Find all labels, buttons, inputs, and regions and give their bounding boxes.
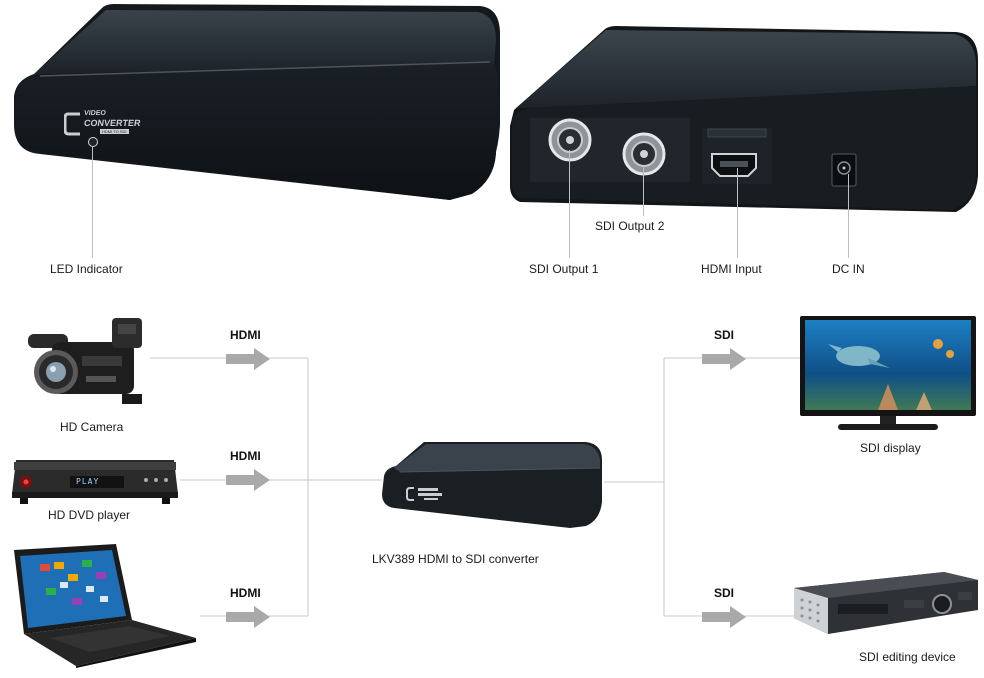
dc-in-port	[830, 152, 858, 188]
sdi-output-1-label: SDI Output 1	[529, 262, 599, 276]
laptop-image	[10, 542, 200, 668]
device-front	[10, 4, 502, 204]
hdmi-in-callout-line	[737, 168, 738, 258]
sdi-output-2-connector	[622, 132, 666, 176]
sdi-editing-device-image	[792, 570, 980, 642]
signal-label-hdmi-1: HDMI	[230, 328, 261, 342]
brand-logo: VIDEO CONVERTER HDMI TO SDI	[64, 108, 154, 144]
signal-label-sdi-2: SDI	[714, 586, 735, 600]
arrow-right-icon	[226, 348, 270, 370]
led-callout-line	[92, 146, 93, 258]
brand-logo-text-2: CONVERTER	[83, 118, 142, 128]
hd-camera-label: HD Camera	[60, 420, 124, 434]
arrow-right-icon	[702, 606, 746, 628]
arrow-right-icon	[702, 348, 746, 370]
hdmi-input-label: HDMI Input	[701, 262, 762, 276]
dc-in-label: DC IN	[832, 262, 865, 276]
converter-label: LKV389 HDMI to SDI converter	[372, 552, 539, 566]
hdmi-input-port	[708, 152, 760, 178]
sdi-display-image	[798, 314, 978, 436]
led-indicator-label: LED Indicator	[50, 262, 123, 276]
sdi-output-2-label: SDI Output 2	[595, 219, 665, 233]
sdi-display-label: SDI display	[860, 441, 921, 455]
hd-dvd-player-label: HD DVD player	[48, 508, 131, 522]
hd-dvd-player-image	[10, 454, 180, 506]
brand-logo-text-1: VIDEO	[83, 110, 107, 117]
dvd-display-text: PLAY	[76, 477, 100, 486]
arrow-right-icon	[226, 469, 270, 491]
signal-label-hdmi-2: HDMI	[230, 449, 261, 463]
arrow-right-icon	[226, 606, 270, 628]
brand-logo-text-3: HDMI TO SDI	[100, 129, 129, 134]
sdi-out-2-callout-line	[643, 166, 644, 216]
signal-label-hdmi-3: HDMI	[230, 586, 261, 600]
sdi-output-1-connector	[548, 118, 592, 162]
sdi-editing-device-label: SDI editing device	[859, 650, 956, 664]
led-indicator-dot	[88, 137, 98, 147]
hd-camera-image	[22, 312, 152, 412]
dc-in-callout-line	[848, 174, 849, 258]
converter-device-image	[380, 438, 604, 530]
signal-label-sdi-1: SDI	[714, 328, 735, 342]
sdi-out-1-callout-line	[569, 150, 570, 258]
